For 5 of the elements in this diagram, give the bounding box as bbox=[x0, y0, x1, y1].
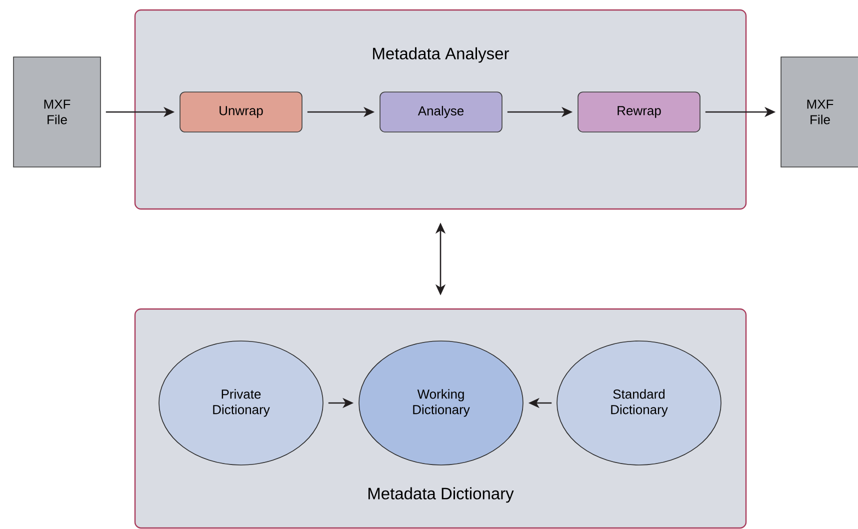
file-box: MXF File bbox=[13, 56, 101, 168]
process-box: Unwrap bbox=[180, 92, 302, 132]
file-box: MXF File bbox=[780, 56, 858, 168]
process-box: Analyse bbox=[380, 92, 502, 132]
process-box: Rewrap bbox=[578, 92, 700, 132]
